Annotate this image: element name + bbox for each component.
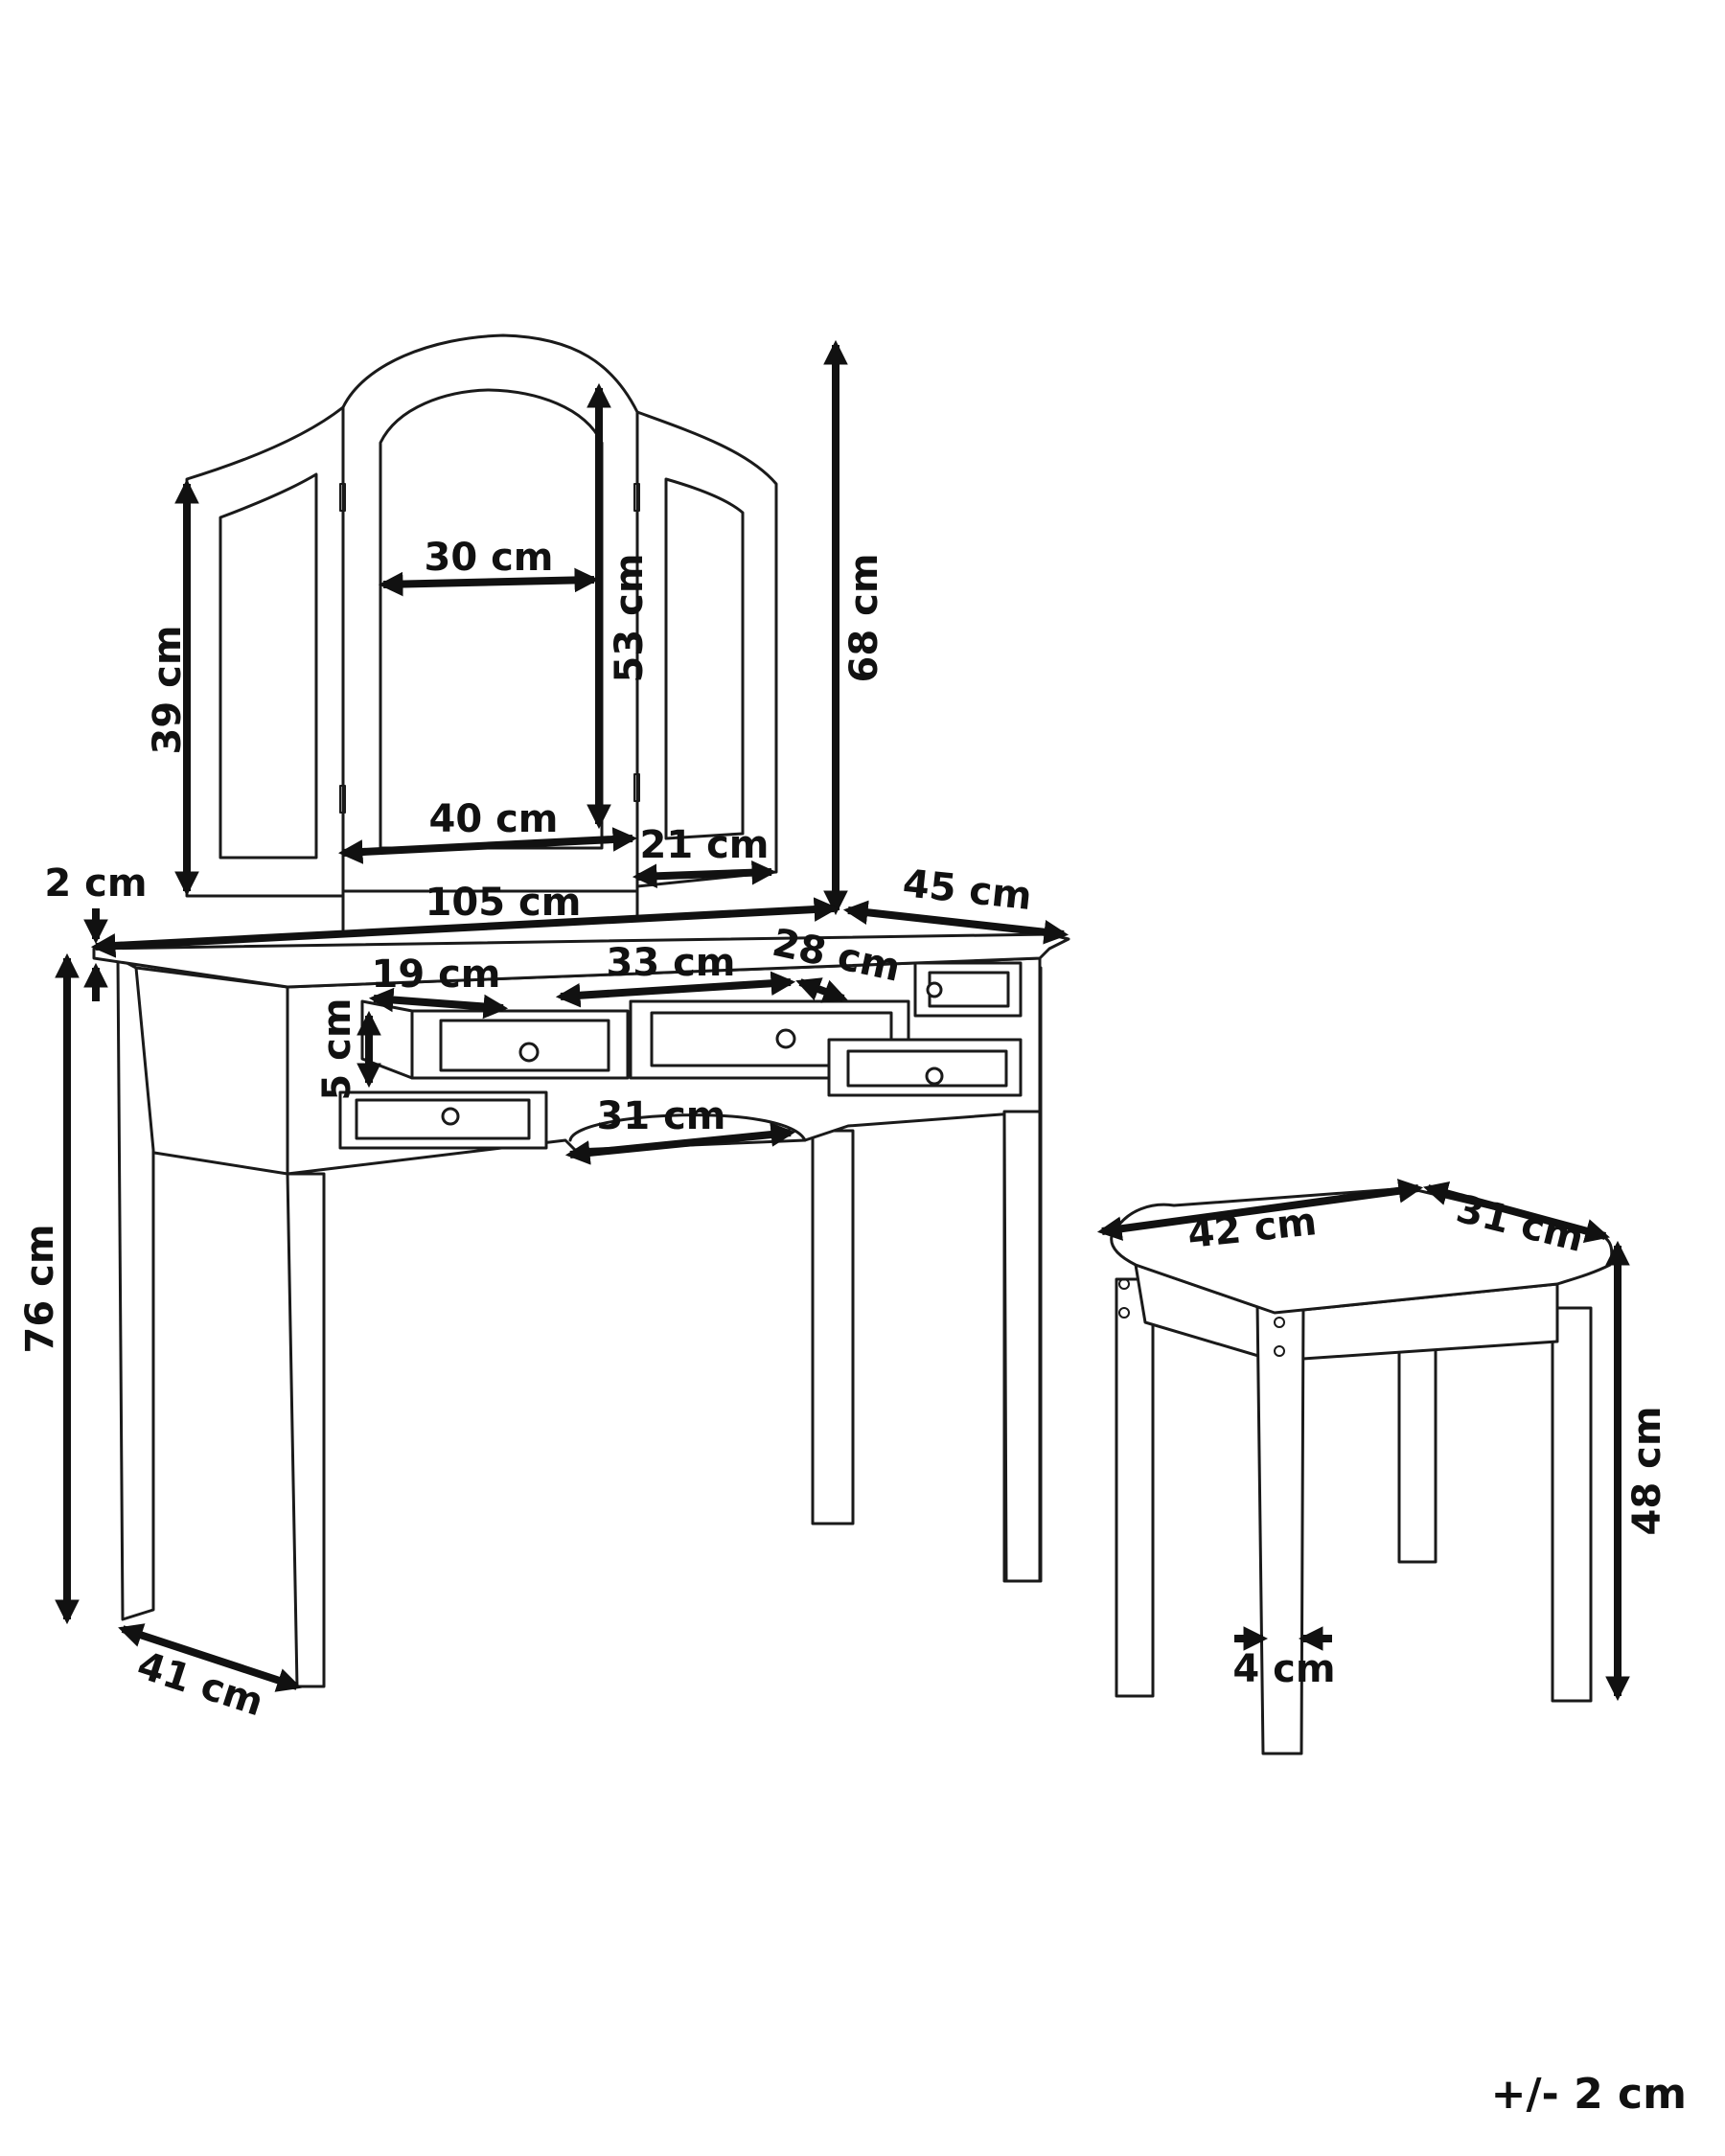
stool bbox=[1110, 1186, 1614, 1755]
label-table-width: 105 cm bbox=[426, 881, 582, 925]
label-mirror-inner-width: 30 cm bbox=[425, 536, 554, 580]
label-tolerance: +/- 2 cm bbox=[1491, 2070, 1687, 2119]
label-small-drawer-width: 19 cm bbox=[372, 952, 501, 997]
label-mirror-side-height: 39 cm bbox=[146, 626, 190, 755]
mirror-left-panel bbox=[185, 405, 345, 898]
label-mirror-total-height: 68 cm bbox=[842, 554, 886, 683]
tri-fold-mirror bbox=[185, 333, 778, 931]
label-table-height: 76 cm bbox=[18, 1225, 62, 1354]
label-table-depth: 45 cm bbox=[901, 861, 1034, 919]
mirror-left-glass bbox=[218, 472, 318, 860]
mirror-center-panel bbox=[341, 333, 639, 893]
label-stool-leg-width: 4 cm bbox=[1232, 1647, 1335, 1691]
table-apron-left-side bbox=[134, 966, 289, 1176]
dimension-arrows bbox=[55, 339, 1630, 1702]
dressing-table bbox=[92, 932, 1070, 1688]
table-leg-front-left bbox=[286, 1172, 326, 1688]
label-table-top-thickness: 2 cm bbox=[44, 861, 147, 906]
label-drawer-height: 5 cm bbox=[315, 998, 359, 1100]
drawers bbox=[338, 961, 1023, 1150]
mirror-right-panel bbox=[635, 410, 778, 888]
label-center-drawer-width: 33 cm bbox=[607, 941, 736, 985]
table-leg-front-right bbox=[1002, 1110, 1042, 1583]
table-leg-back-left bbox=[116, 956, 155, 1621]
label-mirror-center-height: 53 cm bbox=[608, 554, 652, 683]
label-mirror-center-width: 40 cm bbox=[429, 797, 559, 841]
dimension-labels: 39 cm 30 cm 53 cm 40 cm 21 cm 68 cm 2 cm… bbox=[18, 536, 1687, 2119]
label-stool-height: 48 cm bbox=[1625, 1407, 1669, 1536]
label-knee-space-width: 31 cm bbox=[597, 1094, 726, 1138]
mirror-right-glass bbox=[664, 477, 745, 840]
label-mirror-side-width: 21 cm bbox=[640, 823, 770, 867]
